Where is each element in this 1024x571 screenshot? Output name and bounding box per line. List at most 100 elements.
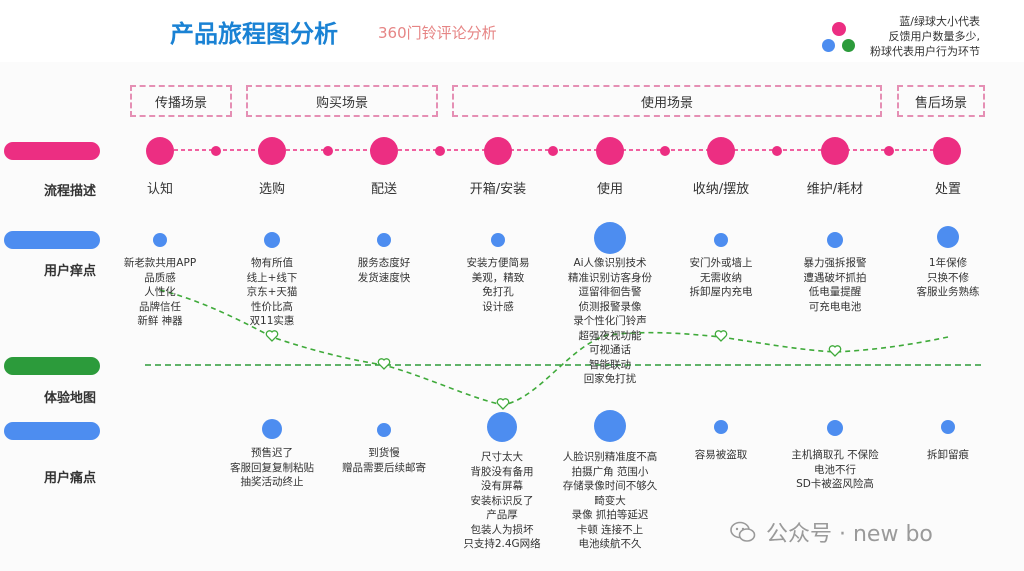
- itch-item: 可视通话: [589, 344, 631, 356]
- pain-item: 安装标识反了: [470, 494, 534, 507]
- row-label-process: 流程描述: [44, 184, 97, 199]
- pain-item: 到货慢: [368, 447, 400, 459]
- step-dot: [484, 137, 512, 165]
- itch-item: 服务态度好: [357, 257, 411, 269]
- pain-item: 电池续航不久: [578, 538, 642, 550]
- pain-dot: [714, 420, 728, 434]
- legend-line: 反馈用户数量多少,: [888, 30, 981, 43]
- itch-item: 京东+天猫: [246, 286, 298, 298]
- legend-text: 蓝/绿球大小代表 反馈用户数量多少, 粉球代表用户行为环节: [870, 14, 980, 59]
- step-dot: [146, 137, 174, 165]
- connector-dot: [772, 146, 782, 156]
- pain-dot: [941, 420, 955, 434]
- itch-item: 设计感: [482, 300, 514, 313]
- itch-item: 1年保修: [928, 257, 968, 269]
- legend-green-dot: [842, 39, 855, 52]
- itch-text: 暴力强拆报警 遭遇破坏抓拍 低电量提醒 可充电电池: [770, 256, 900, 314]
- step-dot: [707, 137, 735, 165]
- itch-item: 回家免打扰: [583, 373, 637, 385]
- itch-dot: [827, 232, 843, 248]
- stage-label: 售后场景: [914, 95, 967, 111]
- itch-item: 智能联动: [589, 358, 631, 371]
- heart-icon: [265, 330, 279, 342]
- itch-dot: [153, 233, 167, 247]
- itch-item: 双11实惠: [249, 315, 295, 327]
- step-label: 维护/耗材: [806, 182, 864, 197]
- pain-dot: [827, 420, 843, 436]
- heart-icon: [828, 345, 842, 357]
- step-label: 处置: [934, 182, 961, 197]
- itch-item: 暴力强拆报警: [803, 257, 867, 269]
- pain-item: 拆卸留痕: [927, 449, 969, 461]
- pain-item: 客服回复复制粘贴: [230, 461, 314, 474]
- pain-item: 畸变大: [594, 494, 626, 507]
- step-label: 认知: [146, 182, 173, 197]
- itch-item: 超强夜视功能: [578, 329, 642, 342]
- pain-dot: [594, 410, 626, 442]
- itch-item: 免打孔: [482, 286, 514, 298]
- itch-dot: [491, 233, 505, 247]
- itch-text: 新老款共用APP 品质感 人性化 品牌信任 新鲜 神器: [95, 256, 225, 329]
- pain-item: 录像 抓拍等延迟: [571, 509, 649, 521]
- connector-dot: [884, 146, 894, 156]
- itch-dot: [714, 233, 728, 247]
- itch-dot: [264, 232, 280, 248]
- pain-item: 尺寸太大: [481, 451, 523, 463]
- connector-dot: [660, 146, 670, 156]
- heart-markers: [265, 330, 842, 410]
- itch-item: 可充电电池: [808, 300, 862, 313]
- stage-label: 使用场景: [640, 95, 693, 111]
- step-dot: [596, 137, 624, 165]
- pain-item: 包装人为损坏: [470, 523, 534, 536]
- step-dot: [933, 137, 961, 165]
- itch-item: 录个性化门铃声: [573, 315, 647, 327]
- pain-text: 人脸识别精准度不高 拍摄广角 范围小 存储录像时间不够久 畸变大 录像 抓拍等延…: [545, 450, 675, 552]
- connector-dot: [211, 146, 221, 156]
- itch-dot: [594, 222, 626, 254]
- itch-text: 安装方便简易 美观，精致 免打孔 设计感: [433, 256, 563, 314]
- heart-icon: [714, 330, 728, 342]
- itch-item: 客服业务熟练: [916, 286, 980, 298]
- stage-purchase: 购买场景: [246, 85, 438, 117]
- process-bar: [4, 142, 100, 160]
- itch-text: 服务态度好 发货速度快: [319, 256, 449, 285]
- itch-item: 逗留徘徊告警: [578, 286, 642, 298]
- pain-text: 主机摘取孔 不保险 电池不行 SD卡被盗风险高: [770, 448, 900, 492]
- pain-dot: [377, 423, 391, 437]
- watermark: 公众号 · new bo: [730, 516, 933, 548]
- itch-item: 人性化: [144, 286, 176, 298]
- pain-item: 主机摘取孔 不保险: [791, 449, 879, 461]
- connector-dot: [323, 146, 333, 156]
- pain-text: 到货慢 赠品需要后续邮寄: [319, 446, 449, 475]
- pain-item: 产品厚: [486, 509, 518, 521]
- stage-label: 传播场景: [154, 95, 207, 111]
- pain-text: 拆卸留痕: [883, 448, 1013, 463]
- itch-item: 侦测报警录像: [578, 300, 642, 313]
- step-label: 收纳/摆放: [692, 182, 750, 197]
- pain-item: 赠品需要后续邮寄: [342, 461, 426, 474]
- pain-text: 容易被盗取: [656, 448, 786, 463]
- itch-item: 美观，精致: [471, 271, 525, 284]
- pain-item: 背胶没有备用: [470, 465, 534, 478]
- stage-label: 购买场景: [315, 95, 368, 111]
- pain-item: 预售迟了: [251, 447, 293, 459]
- itch-item: 低电量提醒: [808, 286, 862, 298]
- itch-item: 品质感: [144, 271, 176, 284]
- legend-line: 蓝/绿球大小代表: [899, 15, 980, 28]
- itch-dot: [937, 226, 959, 248]
- pain-item: 容易被盗取: [694, 449, 748, 461]
- pain-itch-bar: [4, 231, 100, 249]
- pain-text: 尺寸太大 背胶没有备用 没有屏幕 安装标识反了 产品厚 包装人为损坏 只支持2.…: [437, 450, 567, 552]
- itch-item: 安门外或墙上: [689, 257, 753, 269]
- pain-item: 拍摄广角 范围小: [571, 465, 649, 478]
- legend-blue-dot: [822, 39, 835, 52]
- pain-item: 卡顿 连接不上: [576, 523, 644, 536]
- itch-item: 品牌信任: [139, 300, 181, 313]
- itch-text: 物有所值 线上+线下 京东+天猫 性价比高 双11实惠: [207, 256, 337, 329]
- stage-after-sales: 售后场景: [897, 85, 985, 117]
- legend-line: 粉球代表用户行为环节: [870, 45, 980, 58]
- step-dot: [821, 137, 849, 165]
- connector-dot: [548, 146, 558, 156]
- watermark-text: 公众号 · new bo: [766, 522, 933, 547]
